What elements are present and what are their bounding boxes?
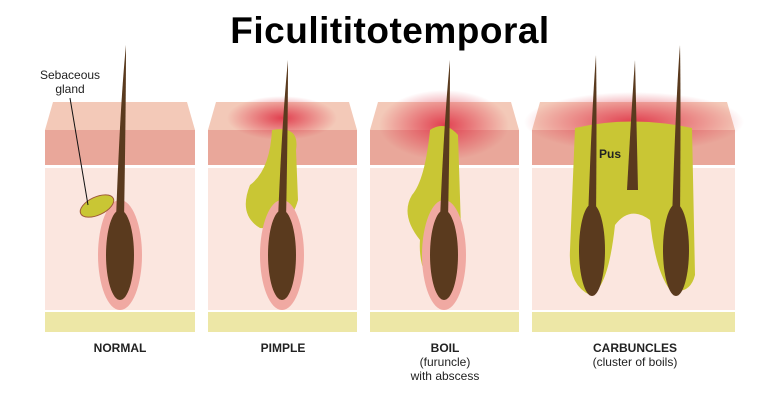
hair-shaft bbox=[588, 55, 597, 220]
panel-title: PIMPLE bbox=[260, 341, 306, 355]
skin-surface bbox=[45, 102, 195, 130]
hair-shaft bbox=[440, 60, 450, 220]
hair-bulb bbox=[268, 210, 296, 300]
hair-shaft bbox=[672, 45, 681, 220]
hair-bulb bbox=[106, 210, 134, 300]
panel-label-normal: NORMAL bbox=[45, 341, 195, 355]
inflammation bbox=[227, 96, 337, 140]
hair-bulb bbox=[579, 204, 605, 296]
fat-layer bbox=[45, 312, 195, 332]
pus-label: Pus bbox=[599, 147, 622, 161]
pointer-line bbox=[69, 97, 89, 206]
diagram-title: Ficulititotemporal bbox=[230, 10, 550, 51]
panel-subtitle: with abscess bbox=[410, 369, 480, 383]
hair-shaft bbox=[278, 60, 288, 220]
sebaceous-label-line2: gland bbox=[55, 82, 85, 96]
hair-bulb bbox=[663, 204, 689, 296]
panel-subtitle: (cluster of boils) bbox=[592, 355, 678, 369]
inflammation bbox=[379, 90, 509, 160]
panel-label-carbuncles: CARBUNCLES(cluster of boils) bbox=[560, 341, 710, 369]
panel-label-pimple: PIMPLE bbox=[208, 341, 358, 355]
sebaceous-gland-label: Sebaceous gland bbox=[40, 68, 100, 96]
hair-bulb bbox=[430, 210, 458, 300]
fat-layer bbox=[208, 312, 357, 332]
panel-title: NORMAL bbox=[93, 341, 147, 355]
hair-shaft bbox=[116, 45, 126, 220]
fat-layer bbox=[532, 312, 735, 332]
panel-title: BOIL bbox=[430, 341, 460, 355]
panel-subtitle: (furuncle) bbox=[419, 355, 471, 369]
sebaceous-gland bbox=[79, 194, 115, 218]
panel-label-boil: BOIL(furuncle)with abscess bbox=[370, 341, 520, 383]
panel-title: CARBUNCLES bbox=[593, 341, 677, 355]
fat-layer bbox=[370, 312, 519, 332]
hair-shaft bbox=[627, 60, 638, 190]
sebaceous-label-line1: Sebaceous bbox=[40, 68, 101, 82]
